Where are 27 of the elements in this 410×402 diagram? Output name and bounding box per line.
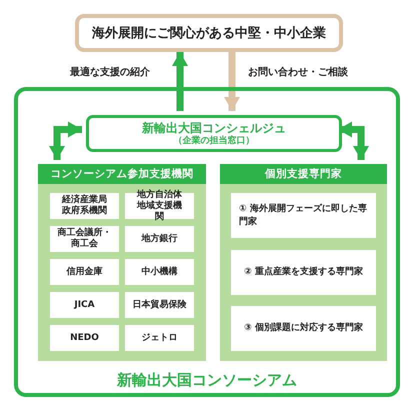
- concierge-subtitle: （企業の担当窓口）: [172, 136, 256, 147]
- edge-label: 最適な支援の紹介: [70, 66, 150, 80]
- organization-box: NEDO: [50, 325, 119, 351]
- edge-label: お問い合わせ・ご相談: [248, 66, 348, 80]
- group-panel: [38, 164, 206, 361]
- organization-box: 信用金庫: [50, 259, 119, 285]
- organization-box: 日本貿易保険: [125, 292, 194, 318]
- expert-box: ② 重点産業を支援する専門家: [231, 250, 376, 295]
- group-header: 個別支援専門家: [220, 164, 387, 184]
- organization-box: JICA: [50, 292, 119, 318]
- organization-box: 中小機構: [125, 259, 194, 285]
- arrow: [49, 122, 82, 160]
- organization-box: 地方銀行: [125, 226, 194, 252]
- expert-box: ① 海外展開フェーズに即した専門家: [231, 193, 376, 238]
- consortium-title: 新輸出大国コンソーシアム: [116, 371, 298, 390]
- group-header: コンソーシアム参加支援機関: [38, 164, 206, 184]
- expert-box: ③ 個別課題に対応する専門家: [231, 306, 376, 351]
- arrow: [172, 52, 188, 111]
- organization-box: 経済産業局政府系機関: [50, 193, 119, 219]
- arrow: [224, 52, 240, 111]
- organization-box: 商工会議所・商工会: [50, 226, 119, 252]
- company-box: 海外展開にご関心がある中堅・中小企業: [75, 14, 343, 52]
- consortium-frame: [14, 87, 400, 397]
- concierge-title: 新輸出大国コンシェルジュ: [141, 121, 287, 135]
- organization-box: ジェトロ: [125, 325, 194, 351]
- concierge-box: [86, 115, 342, 152]
- group-panel: [220, 164, 387, 361]
